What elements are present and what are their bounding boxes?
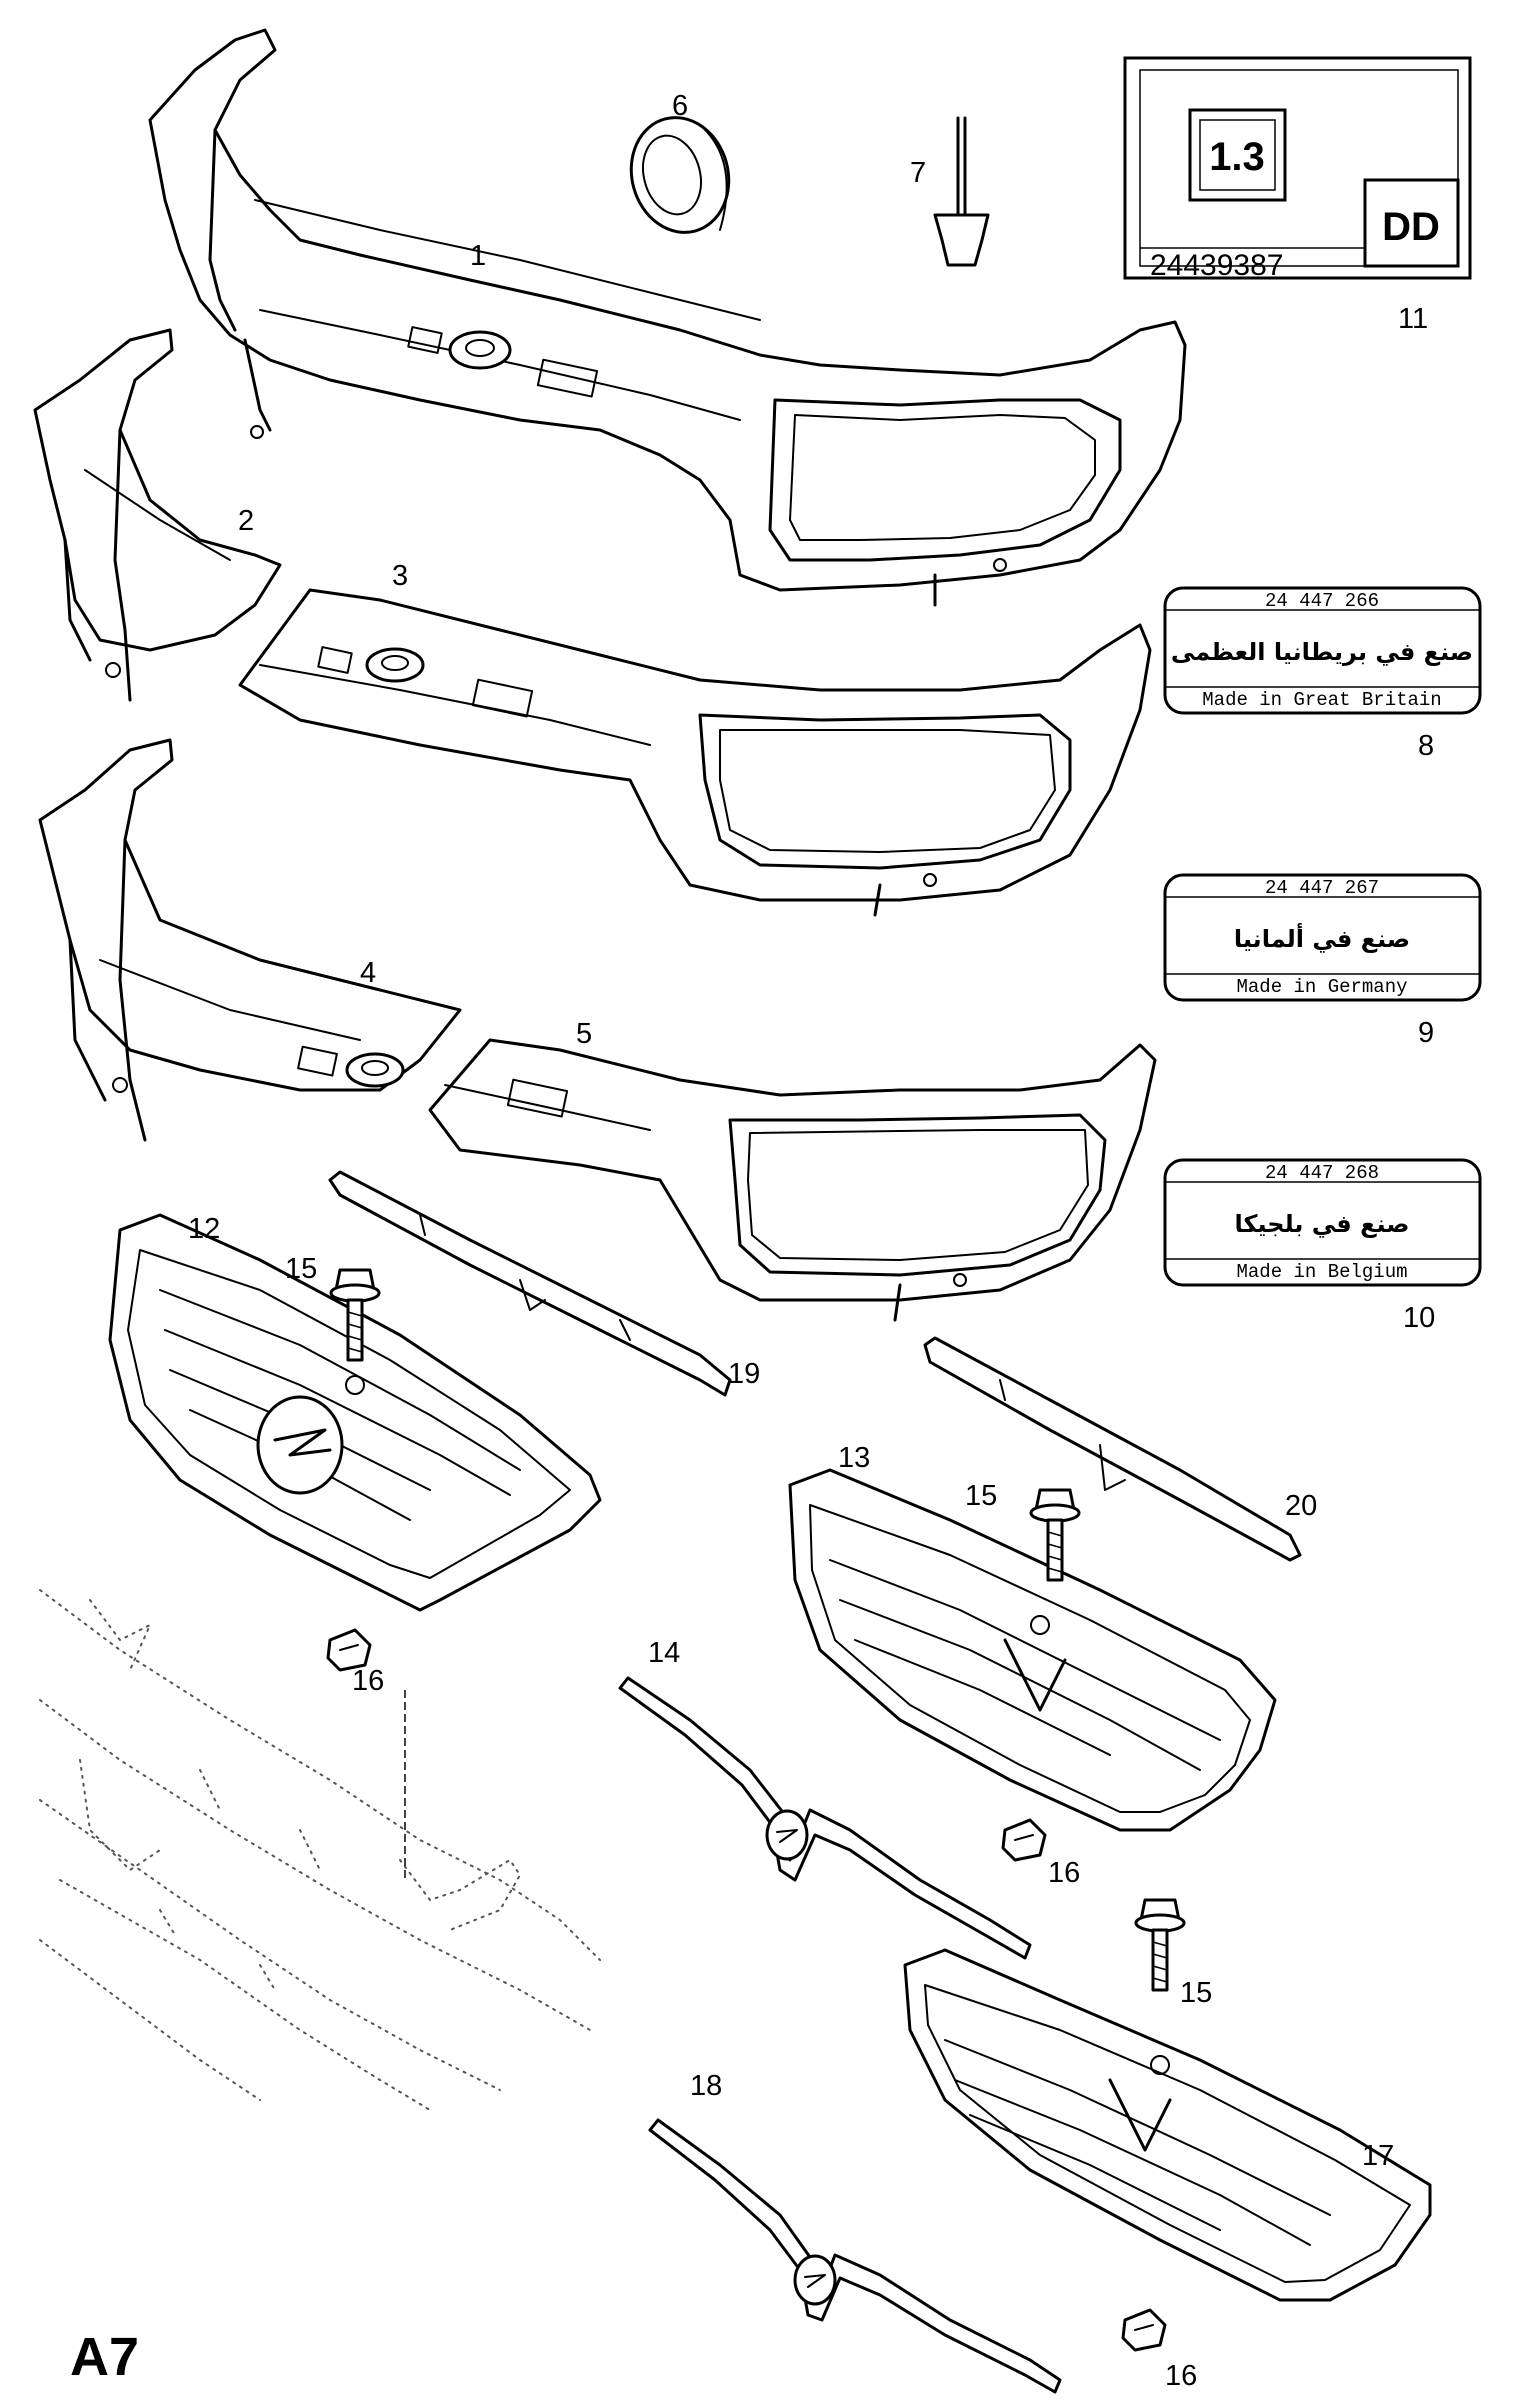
label-arabic-text: صنع في ألمانيا [1234,923,1410,953]
callout-12: 12 [188,1213,220,1245]
label-english-text: Made in Belgium [1236,1261,1407,1283]
callout-4: 4 [360,957,376,989]
page-identifier: A7 [70,2327,139,2387]
callout-6: 6 [672,90,688,122]
callout-10: 10 [1403,1302,1435,1334]
callout-16: 16 [1048,1857,1080,1889]
variant-code: DD [1382,205,1440,249]
label-english-text: Made in Great Britain [1202,689,1441,711]
part-12-grille [108,1213,602,1612]
callout-13: 13 [838,1442,870,1474]
part-2-left-section [33,328,282,702]
callout-2: 2 [238,505,254,537]
part-4-left-section [38,738,462,1142]
part-15-screw [329,1268,381,1362]
callout-15: 15 [1180,1977,1212,2009]
callout-7: 7 [910,157,926,189]
part-16-clip [1001,1818,1047,1862]
part-3-right-section [238,588,1152,917]
label-part-number: 24 447 267 [1265,877,1379,899]
callout-14: 14 [648,1637,680,1669]
label-english-text: Made in Germany [1236,976,1407,998]
callout-11: 11 [1398,303,1428,335]
engine-code: 1.3 [1209,135,1265,179]
vehicle-front-outline [39,1589,601,2111]
part-15-screw [1029,1488,1081,1582]
part-20-moulding [923,1336,1302,1562]
part-8-label-great-britain: 24 447 266 صنع في بريطانيا العظمى Made i… [1163,586,1482,715]
label-part-number: 24 447 268 [1265,1162,1379,1184]
part-16-clip [1121,2308,1167,2352]
part-9-label-germany: 24 447 267 صنع في ألمانيا Made in German… [1163,873,1482,1002]
part-11-code-plate: 1.3 DD 24439387 [1123,56,1472,282]
part-15-screw [1134,1898,1186,1992]
callout-5: 5 [576,1018,592,1050]
callout-1: 1 [470,240,486,272]
callout-3: 3 [392,560,408,592]
callout-15: 15 [965,1480,997,1512]
part-14-chrome-strip [618,1676,1032,1960]
part-6-grommet [629,116,731,234]
label-part-number: 24 447 266 [1265,590,1379,612]
callout-16: 16 [1165,2360,1197,2392]
callout-16: 16 [352,1665,384,1697]
callout-19: 19 [728,1358,760,1390]
callout-18: 18 [690,2070,722,2102]
part-17-grille [903,1948,1432,2302]
part-1-front-panel [148,28,1187,607]
part-19-moulding [328,1170,732,1397]
callout-9: 9 [1418,1017,1434,1049]
part-18-chrome-strip [648,2118,1062,2394]
callout-8: 8 [1418,730,1434,762]
part-7-rivet [933,116,990,267]
part-10-label-belgium: 24 447 268 صنع في بلجيكا Made in Belgium [1163,1158,1482,1287]
label-arabic-text: صنع في بريطانيا العظمى [1171,638,1473,666]
callout-15: 15 [285,1253,317,1285]
label-arabic-text: صنع في بلجيكا [1235,1210,1410,1238]
callout-20: 20 [1285,1490,1317,1522]
code-plate-part-number: 24439387 [1150,249,1283,282]
part-5-right-section [428,1038,1157,1322]
callout-17: 17 [1362,2140,1394,2172]
part-13-grille [788,1468,1277,1832]
part-16-clip [326,1628,372,1672]
